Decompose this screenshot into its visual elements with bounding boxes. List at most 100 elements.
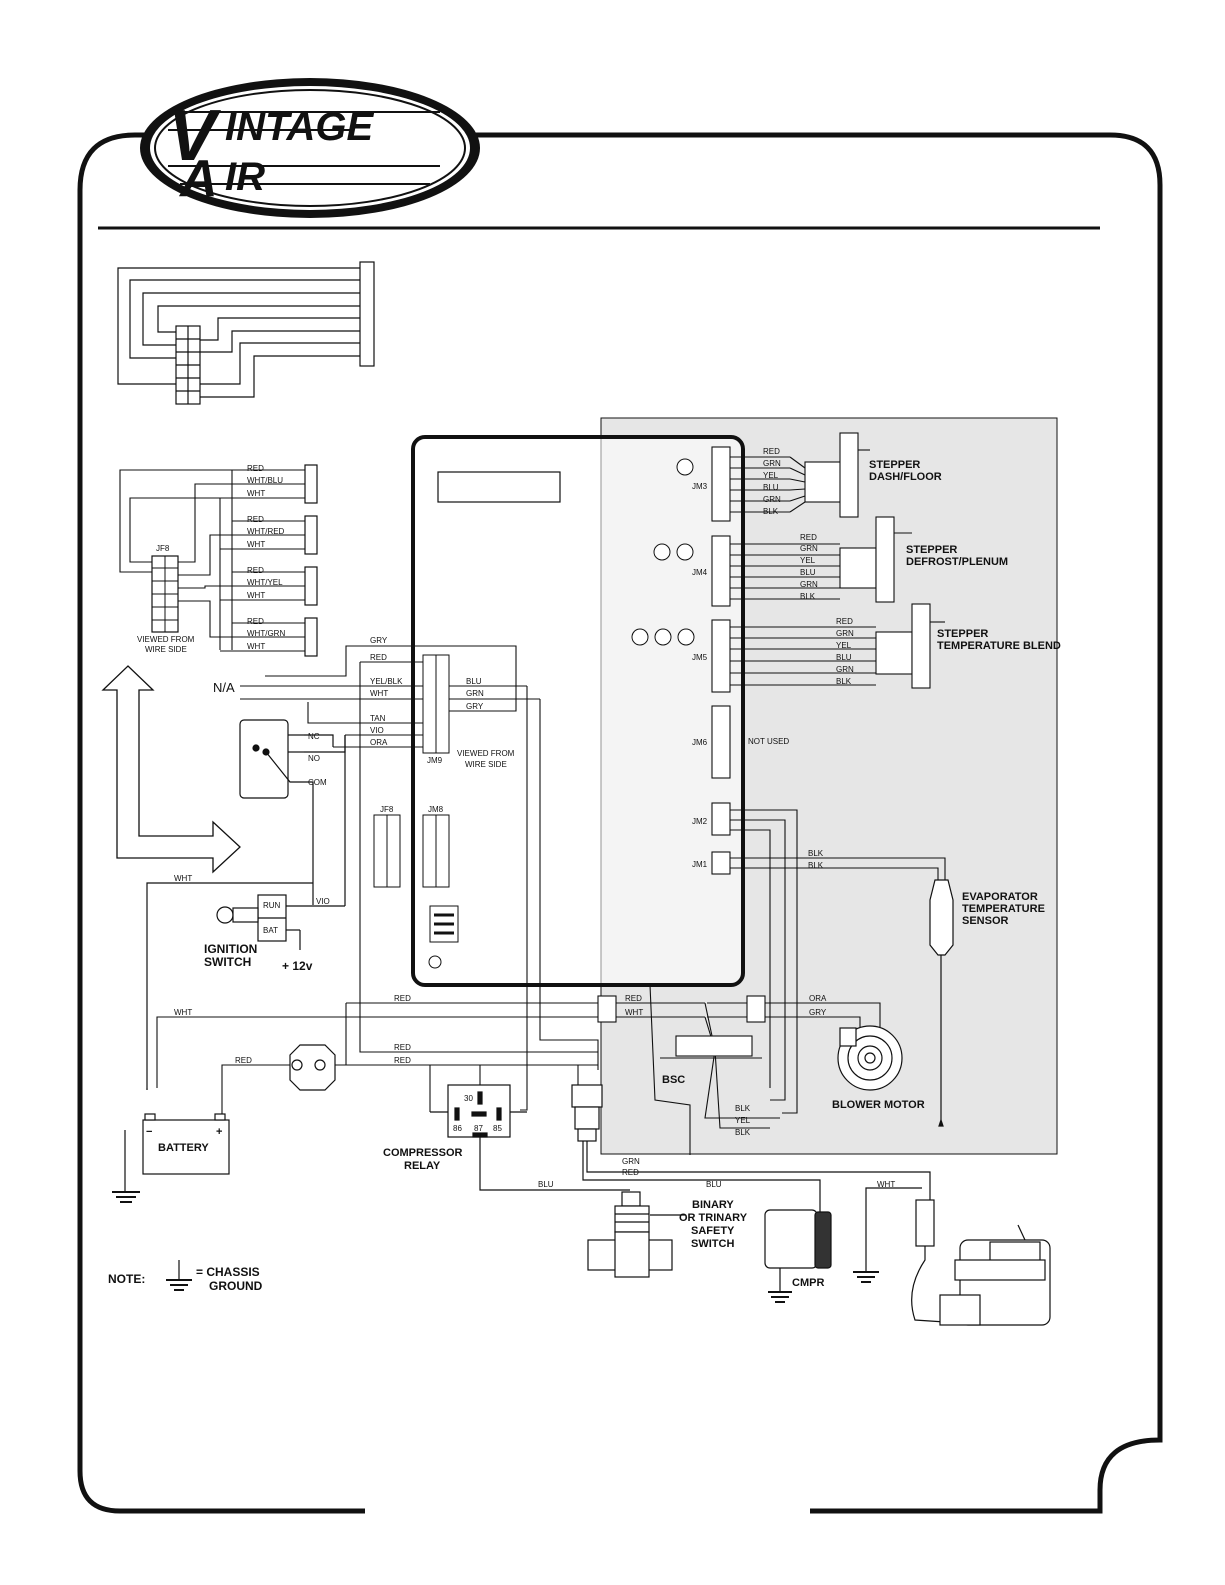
wire-label: WHT/RED <box>247 527 285 536</box>
relay-pin-87: 87 <box>474 1124 483 1133</box>
wire-label: GRN <box>836 665 854 674</box>
blower-label: BLOWER MOTOR <box>832 1099 925 1111</box>
wire-label: BLK <box>808 861 824 870</box>
jf8-label: JF8 <box>156 544 170 553</box>
evap-label-1: EVAPORATOR <box>962 891 1038 903</box>
wire-label: YEL <box>735 1116 751 1125</box>
battery-plus: + <box>216 1126 222 1138</box>
wire-label: RED <box>247 464 264 473</box>
jm6-label: JM6 <box>692 738 708 747</box>
compressor-relay <box>430 1084 630 1191</box>
wire-label: WHT <box>247 540 265 549</box>
wire-label: BLU <box>800 568 816 577</box>
controller-box: JF8 JM8 <box>373 435 745 987</box>
wire-label: GRY <box>466 702 484 711</box>
evaporator-sensor <box>929 879 954 1127</box>
wire-label: RED <box>370 653 387 662</box>
wire-label: WHT/GRN <box>247 629 285 638</box>
wire-label: BLK <box>735 1104 751 1113</box>
jm3-label: JM3 <box>692 482 708 491</box>
stepper-defrost-title: STEPPER <box>906 544 957 556</box>
direction-arrow <box>101 665 241 874</box>
nc-label: NC <box>308 732 320 741</box>
battery <box>112 1113 230 1203</box>
wire-label: GRN <box>466 689 484 698</box>
logo-initial2: A <box>178 150 218 208</box>
note-ground: GROUND <box>209 1279 263 1293</box>
stepper-dash-subtitle: DASH/FLOOR <box>869 471 942 483</box>
cmpr-label: CMPR <box>792 1277 824 1289</box>
note-chassis: = CHASSIS <box>196 1265 260 1279</box>
binary-safety-switch <box>587 1191 685 1278</box>
wire-label: WHT/BLU <box>247 476 283 485</box>
wht-label: WHT <box>174 874 192 883</box>
jm9-viewed-from: VIEWED FROM <box>457 749 515 758</box>
ignition-subtitle: SWITCH <box>204 955 251 969</box>
stepper-blend-title: STEPPER <box>937 628 988 640</box>
jm9-connector: JM9 VIEWED FROM WIRE SIDE GRY RED YEL/BL… <box>213 636 540 769</box>
stepper-blend-subtitle: TEMPERATURE BLEND <box>937 640 1061 652</box>
jm5-wire-labels: RED GRN YEL BLU GRN BLK <box>836 617 854 686</box>
wire-label: YEL <box>763 471 779 480</box>
jm5-label: JM5 <box>692 653 708 662</box>
com-label: COM <box>308 778 327 787</box>
nc-no-switch <box>239 719 346 905</box>
wire-label: RED <box>394 1056 411 1065</box>
jm4-wire-labels: RED GRN YEL BLU GRN BLK <box>800 533 818 601</box>
no-label: NO <box>308 754 320 763</box>
wire-label: WHT <box>247 489 265 498</box>
wire-label: WHT <box>247 591 265 600</box>
wire-label: RED <box>625 994 642 1003</box>
relay-subtitle: RELAY <box>404 1160 441 1172</box>
jf8-viewed-from: VIEWED FROM <box>137 635 195 644</box>
ground-and-valve <box>853 1187 1051 1326</box>
jm4-label: JM4 <box>692 568 708 577</box>
wire-label: GRN <box>800 544 818 553</box>
board-jf8-label: JF8 <box>380 805 394 814</box>
wire-label: WHT <box>877 1180 895 1189</box>
logo-line2: IR <box>225 155 265 199</box>
wire-label: TAN <box>370 714 386 723</box>
wire-label: BLK <box>836 677 852 686</box>
binary-label-2: OR TRINARY <box>679 1212 748 1224</box>
vintage-air-logo: V INTAGE A IR <box>140 78 480 218</box>
relay-pin-30: 30 <box>464 1094 473 1103</box>
wire-label: BLU <box>763 483 779 492</box>
wire-label: ORA <box>370 738 388 747</box>
battery-minus: − <box>146 1126 152 1138</box>
evap-label-2: TEMPERATURE <box>962 903 1045 915</box>
jf8-wire-side: WIRE SIDE <box>145 645 187 654</box>
blower-motor <box>837 1025 903 1091</box>
bsc-label: BSC <box>662 1074 685 1086</box>
wire-label: VIO <box>370 726 384 735</box>
relay-pin-86: 86 <box>453 1124 462 1133</box>
chassis-ground-note: NOTE: = CHASSIS GROUND <box>108 1260 263 1293</box>
wire-label: GRN <box>763 459 781 468</box>
stepper-defrost-subtitle: DEFROST/PLENUM <box>906 556 1008 568</box>
wire-label: BLU <box>538 1180 554 1189</box>
wire-label: YEL <box>836 641 852 650</box>
jm9-label: JM9 <box>427 756 443 765</box>
logo-initial: V <box>168 96 222 176</box>
wire-label: RED <box>247 515 264 524</box>
wire-label: BLK <box>763 507 779 516</box>
battery-label: BATTERY <box>158 1142 209 1154</box>
binary-label-1: BINARY <box>692 1199 734 1211</box>
jm2-label: JM2 <box>692 817 708 826</box>
wire-label: GRN <box>836 629 854 638</box>
run-label: RUN <box>263 901 281 910</box>
wire-label: BLU <box>706 1180 722 1189</box>
wire-label: RED <box>247 566 264 575</box>
wire-label: BLU <box>836 653 852 662</box>
wire-label: ORA <box>809 994 827 1003</box>
note-label: NOTE: <box>108 1272 145 1286</box>
wire-label: WHT <box>370 689 388 698</box>
wire-label: RED <box>836 617 853 626</box>
board-jm8-label: JM8 <box>428 805 444 814</box>
power-wiring <box>146 662 881 1155</box>
jm1-label: JM1 <box>692 860 708 869</box>
wire-label: YEL <box>800 556 816 565</box>
wire-label: WHT <box>174 1008 192 1017</box>
jf8-connector-detail: JF8 VIEWED FROM WIRE SIDE <box>119 464 318 657</box>
